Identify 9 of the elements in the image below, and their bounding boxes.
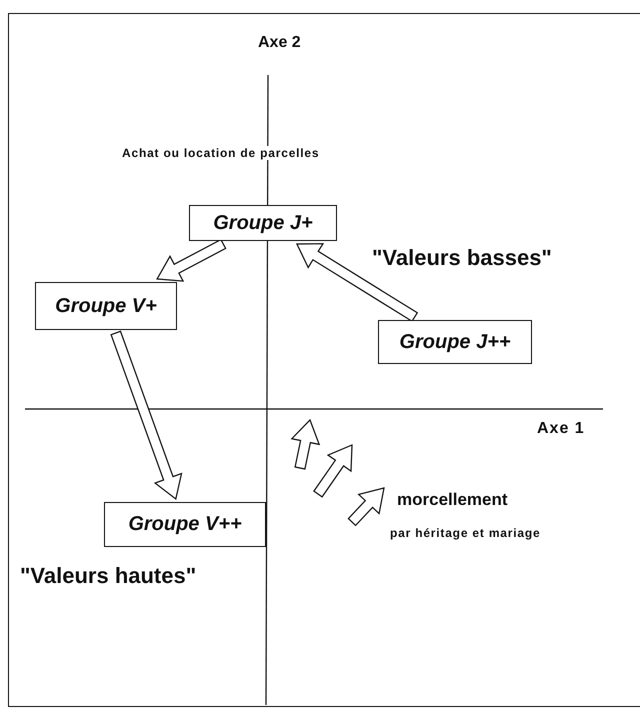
block-arrow [110, 330, 182, 500]
axis-label: Achat ou location de parcelles [122, 146, 320, 160]
group-box: Groupe V++ [104, 502, 266, 547]
block-arrow [296, 243, 418, 322]
group-box: Groupe J+ [189, 205, 337, 241]
block-arrow [156, 238, 226, 282]
axis-label: par héritage et mariage [390, 526, 540, 540]
group-box: Groupe V+ [35, 282, 177, 330]
group-box: Groupe J++ [378, 320, 532, 364]
